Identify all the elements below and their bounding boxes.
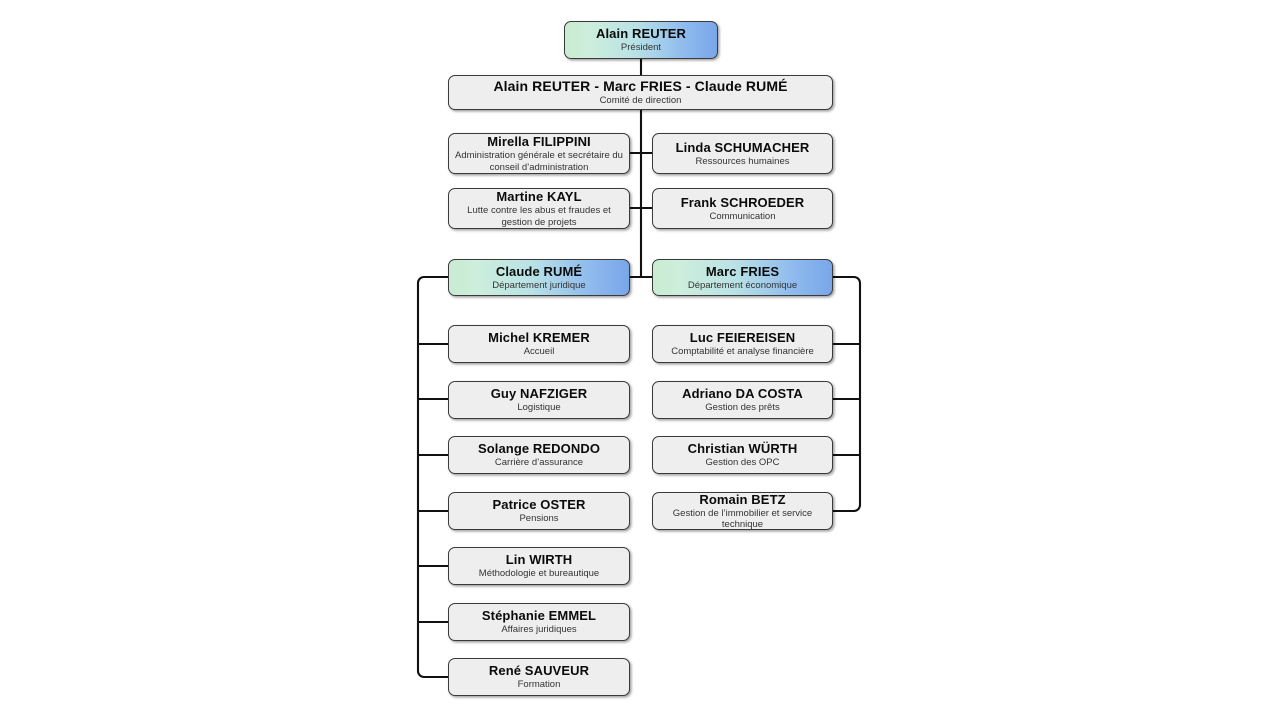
- node-member-wurth[interactable]: Christian WÜRTH Gestion des OPC: [652, 436, 833, 474]
- node-member-dacosta-name: Adriano DA COSTA: [682, 386, 803, 402]
- node-member-betz-name: Romain BETZ: [699, 491, 786, 507]
- node-department-head-juridique[interactable]: Claude RUMÉ Département juridique: [448, 259, 630, 296]
- node-member-emmel-role: Affaires juridiques: [501, 624, 577, 636]
- node-staff-kayl-name: Martine KAYL: [496, 189, 582, 204]
- node-member-kremer[interactable]: Michel KREMER Accueil: [448, 325, 630, 363]
- node-staff-schroeder-role: Communication: [709, 210, 776, 222]
- node-staff-filippini-role: Administration générale et secrétaire du…: [455, 150, 623, 173]
- node-department-head-economique-role: Département économique: [687, 279, 798, 291]
- node-member-oster-name: Patrice OSTER: [492, 497, 586, 513]
- node-department-head-juridique-role: Département juridique: [492, 279, 586, 291]
- node-member-sauveur[interactable]: René SAUVEUR Formation: [448, 658, 630, 696]
- node-member-wirth-name: Lin WIRTH: [505, 552, 573, 568]
- node-staff-kayl-role: Lutte contre les abus et fraudes et gest…: [467, 205, 611, 228]
- node-member-betz[interactable]: Romain BETZ Gestion de l’immobilier et s…: [652, 492, 833, 530]
- node-member-wurth-role: Gestion des OPC: [705, 457, 780, 469]
- node-staff-schroeder-name: Frank SCHROEDER: [680, 194, 805, 210]
- node-member-nafziger-role: Logistique: [517, 402, 561, 414]
- edge-left-bracket: [416, 275, 448, 679]
- node-committee-name: Alain REUTER - Marc FRIES - Claude RUMÉ: [493, 78, 788, 95]
- node-member-feiereisen-name: Luc FEIEREISEN: [689, 330, 796, 346]
- node-member-redondo-role: Carrière d’assurance: [494, 457, 584, 469]
- node-member-oster[interactable]: Patrice OSTER Pensions: [448, 492, 630, 530]
- node-member-betz-role: Gestion de l’immobilier et service techn…: [672, 507, 813, 531]
- node-member-redondo[interactable]: Solange REDONDO Carrière d’assurance: [448, 436, 630, 474]
- node-committee-role: Comité de direction: [599, 95, 682, 107]
- node-member-kremer-name: Michel KREMER: [488, 330, 590, 346]
- node-department-head-economique-name: Marc FRIES: [705, 263, 780, 279]
- node-department-head-juridique-name: Claude RUMÉ: [495, 263, 583, 279]
- node-member-wirth[interactable]: Lin WIRTH Méthodologie et bureautique: [448, 547, 630, 585]
- node-member-wurth-name: Christian WÜRTH: [687, 441, 798, 457]
- node-member-nafziger[interactable]: Guy NAFZIGER Logistique: [448, 381, 630, 419]
- node-staff-filippini[interactable]: Mirella FILIPPINI Administration général…: [448, 133, 630, 174]
- node-president[interactable]: Alain REUTER Président: [564, 21, 718, 59]
- node-committee[interactable]: Alain REUTER - Marc FRIES - Claude RUMÉ …: [448, 75, 833, 110]
- node-member-kremer-role: Accueil: [523, 346, 555, 358]
- node-department-head-economique[interactable]: Marc FRIES Département économique: [652, 259, 833, 296]
- node-member-dacosta-role: Gestion des prêts: [705, 402, 780, 414]
- node-staff-schumacher[interactable]: Linda SCHUMACHER Ressources humaines: [652, 133, 833, 174]
- node-president-name: Alain REUTER: [595, 26, 687, 42]
- node-member-feiereisen[interactable]: Luc FEIEREISEN Comptabilité et analyse f…: [652, 325, 833, 363]
- node-member-sauveur-name: René SAUVEUR: [488, 663, 590, 679]
- node-staff-filippini-name: Mirella FILIPPINI: [487, 134, 591, 149]
- node-member-nafziger-name: Guy NAFZIGER: [490, 386, 588, 402]
- node-member-wirth-role: Méthodologie et bureautique: [478, 568, 600, 580]
- node-member-oster-role: Pensions: [519, 513, 559, 525]
- node-member-redondo-name: Solange REDONDO: [477, 441, 601, 457]
- node-staff-kayl[interactable]: Martine KAYL Lutte contre les abus et fr…: [448, 188, 630, 229]
- node-staff-schumacher-name: Linda SCHUMACHER: [675, 139, 810, 155]
- node-president-role: Président: [620, 42, 662, 54]
- node-member-emmel[interactable]: Stéphanie EMMEL Affaires juridiques: [448, 603, 630, 641]
- node-staff-schroeder[interactable]: Frank SCHROEDER Communication: [652, 188, 833, 229]
- edge-right-bracket: [833, 275, 862, 513]
- node-member-feiereisen-role: Comptabilité et analyse financière: [671, 346, 814, 358]
- node-member-dacosta[interactable]: Adriano DA COSTA Gestion des prêts: [652, 381, 833, 419]
- node-member-emmel-name: Stéphanie EMMEL: [481, 608, 597, 624]
- node-staff-schumacher-role: Ressources humaines: [695, 155, 790, 167]
- node-member-sauveur-role: Formation: [517, 679, 561, 691]
